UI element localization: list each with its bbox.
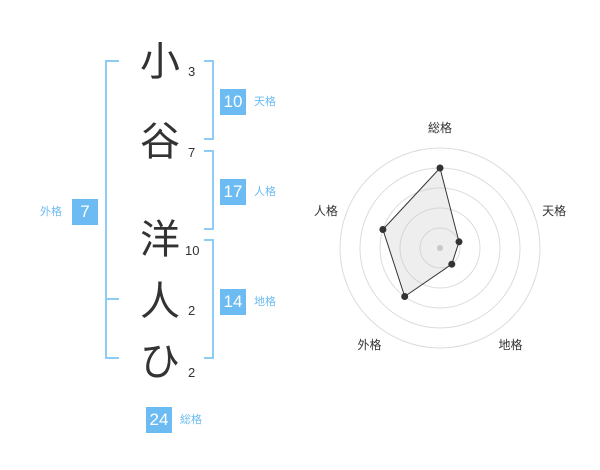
chikaku-bracket-vertical — [212, 239, 214, 359]
soukaku-value: 24 — [146, 407, 172, 433]
gaikaku-value: 7 — [72, 199, 98, 225]
stroke-count-5: 2 — [188, 365, 196, 380]
jinkaku-bracket-top — [204, 150, 214, 152]
radar-point-2 — [455, 238, 463, 246]
radar-grid-ring — [399, 207, 481, 289]
radar-axis-label-3: 地格 — [498, 337, 522, 352]
radar-axis-label-5: 人格 — [314, 203, 338, 218]
radar-axis-label-1: 総格 — [428, 120, 452, 135]
radar-point-4 — [401, 293, 409, 300]
name-char-1: 小 — [140, 39, 180, 85]
radar-axis-label-4: 外格 — [357, 337, 381, 352]
radar-axis-label-2: 天格 — [542, 203, 566, 218]
jinkaku-bracket-vertical — [212, 150, 214, 230]
radar-grid-ring — [419, 227, 461, 269]
stroke-count-4: 2 — [188, 303, 196, 318]
gaikaku-label: 外格 — [40, 205, 62, 218]
jinkaku-bracket-bottom — [204, 228, 214, 230]
radar-data-polygon — [382, 166, 460, 298]
jinkaku-value: 17 — [220, 179, 246, 205]
stroke-count-3: 10 — [185, 243, 200, 258]
outer-bracket-middle — [105, 298, 119, 300]
stroke-count-1: 3 — [188, 64, 196, 79]
name-char-3: 洋 — [140, 217, 180, 263]
name-char-4: 人 — [140, 279, 180, 325]
radar-grid-ring — [339, 147, 541, 349]
chikaku-bracket-bottom — [204, 357, 214, 359]
radar-point-3 — [448, 260, 456, 268]
radar-grid-ring — [379, 187, 501, 309]
outer-bracket-top — [105, 60, 119, 62]
outer-bracket-bottom — [105, 357, 119, 359]
tenkaku-bracket-vertical — [212, 60, 214, 140]
tenkaku-value: 10 — [220, 89, 246, 115]
tenkaku-bracket-top — [204, 60, 214, 62]
tenkaku-label: 天格 — [254, 95, 276, 108]
jinkaku-label: 人格 — [254, 185, 276, 198]
tenkaku-bracket-bottom — [204, 138, 214, 140]
stroke-count-2: 7 — [188, 145, 196, 160]
name-char-2: 谷 — [140, 119, 180, 165]
chikaku-value: 14 — [220, 289, 246, 315]
soukaku-label: 総格 — [180, 413, 202, 426]
radar-point-5 — [379, 226, 387, 233]
chikaku-bracket-top — [204, 239, 214, 241]
radar-center-dot — [437, 245, 443, 251]
outer-bracket-vertical — [105, 60, 107, 359]
name-char-5: ひ — [140, 339, 180, 385]
chikaku-label: 地格 — [254, 295, 276, 308]
radar-point-1 — [436, 164, 444, 172]
